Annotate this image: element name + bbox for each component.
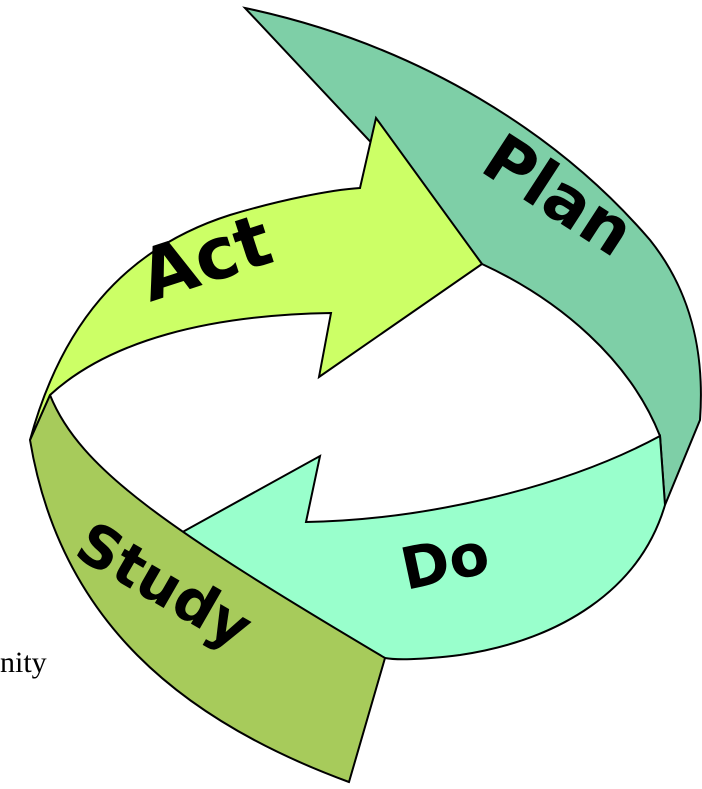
- act-segment: [29, 115, 484, 441]
- edge-text-fragment: nity: [0, 646, 47, 679]
- study-segment: [28, 392, 387, 784]
- plan-segment: [242, 6, 702, 506]
